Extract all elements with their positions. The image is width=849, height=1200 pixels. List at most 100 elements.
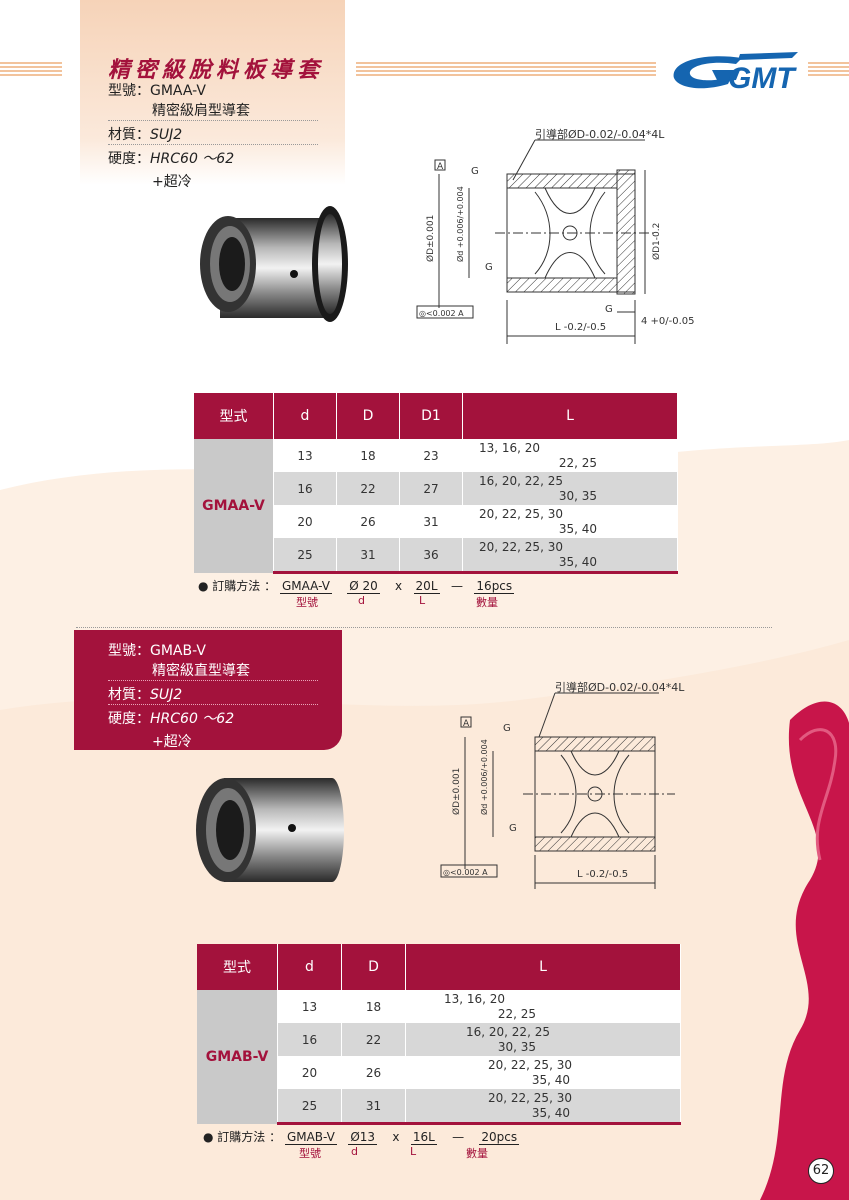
order-label: ● 訂購方法 ：: [198, 579, 277, 593]
svg-text:G: G: [503, 723, 511, 734]
section1-specs: 型號：GMAA-V 精密級肩型導套 材質：SUJ2 硬度：HRC60 ～62 +…: [108, 80, 318, 191]
hardness-row: 硬度：HRC60 ～62: [108, 711, 235, 727]
model-name: 精密級直型導套: [152, 663, 250, 679]
cell: 22: [336, 472, 400, 505]
l-values-1: 13, 16, 20: [479, 441, 541, 455]
gmab-order-example: ● 訂購方法 ： GMAB-V Ø13 x 16L — 20pcs: [203, 1128, 520, 1145]
table-header: 型式 d D D1 L: [194, 393, 678, 439]
model-row: 型號：GMAA-V: [108, 83, 206, 99]
svg-text:ØD±0.001: ØD±0.001: [425, 215, 436, 262]
order-lbl-d: d: [351, 1145, 358, 1158]
cell: 25: [273, 538, 337, 574]
order-lbl-model: 型號: [296, 596, 318, 609]
svg-text:Ød +0.006/+0.004: Ød +0.006/+0.004: [455, 186, 465, 262]
table-header: 型式 d D L: [197, 944, 681, 990]
svg-text:◎<0.002 A: ◎<0.002 A: [443, 868, 488, 877]
order-x: x: [394, 579, 403, 593]
hardness-value: HRC60 ～62: [150, 151, 235, 167]
order-model: GMAB-V: [284, 1130, 337, 1145]
l-values-1: 20, 22, 25, 30: [479, 507, 563, 521]
model-row: 型號：GMAB-V: [108, 643, 206, 659]
svg-text:L -0.2/-0.5: L -0.2/-0.5: [555, 322, 606, 333]
col-L: L: [405, 944, 681, 990]
cell: 20: [273, 505, 337, 538]
l-values-1: 13, 16, 20: [444, 992, 506, 1006]
hardness-row: 硬度：HRC60 ～62: [108, 151, 235, 167]
section-divider: [76, 627, 772, 628]
order-dash: —: [450, 579, 463, 593]
l-values-1: 20, 22, 25, 30: [488, 1091, 572, 1105]
col-model: 型式: [197, 944, 278, 990]
order-label: ● 訂購方法 ：: [203, 1130, 282, 1144]
col-L: L: [462, 393, 678, 439]
svg-text:ØD±0.001: ØD±0.001: [451, 768, 462, 815]
svg-text:4 +0/-0.05: 4 +0/-0.05: [641, 316, 695, 327]
material-value: SUJ2: [150, 127, 183, 143]
material-label: 材質: [108, 687, 136, 703]
model-label: 型號: [108, 83, 136, 99]
hardness-note-text: +超冷: [152, 174, 192, 190]
order-lbl-l: L: [419, 594, 426, 607]
col-D: D: [336, 393, 400, 439]
l-values-1: 20, 22, 25, 30: [488, 1058, 572, 1072]
page-title: 精密級脫料板導套: [108, 58, 325, 83]
order-dia: Ø13: [348, 1130, 378, 1145]
cell: 16: [273, 472, 337, 505]
l-values-2: 30, 35: [497, 1040, 536, 1054]
model-cell: GMAB-V: [197, 990, 278, 1124]
order-dash: —: [452, 1130, 465, 1144]
cell: 26: [341, 1056, 406, 1089]
hardness-note: +超冷: [108, 171, 318, 191]
l-values-2: 22, 25: [497, 1007, 536, 1021]
l-values-2: 35, 40: [531, 1073, 570, 1087]
cell: 31: [336, 538, 400, 574]
l-values-1: 16, 20, 22, 25: [479, 474, 563, 488]
order-dia: Ø 20: [347, 579, 380, 594]
svg-text:A: A: [437, 162, 444, 172]
l-values-1: 16, 20, 22, 25: [466, 1025, 550, 1039]
gmt-logo: GMT: [673, 52, 798, 94]
model-label: 型號: [108, 643, 136, 659]
order-lbl-d: d: [358, 594, 365, 607]
order-len: 16L: [410, 1130, 437, 1145]
svg-text:A: A: [463, 719, 470, 729]
order-lbl-model: 型號: [299, 1147, 321, 1160]
material-value: SUJ2: [150, 687, 183, 703]
svg-text:◎<0.002 A: ◎<0.002 A: [419, 309, 464, 318]
cell: 23: [399, 439, 463, 472]
logo-text: GMT: [728, 62, 797, 94]
header-stripes-left: [0, 62, 62, 76]
order-qty: 20pcs: [479, 1130, 520, 1145]
l-values-1: 20, 22, 25, 30: [479, 540, 563, 554]
order-model: GMAA-V: [279, 579, 332, 594]
cell: 18: [336, 439, 400, 472]
material-row: 材質：SUJ2: [108, 684, 318, 705]
col-model: 型式: [194, 393, 274, 439]
col-d: d: [273, 393, 337, 439]
model-name: 精密級肩型導套: [152, 103, 250, 119]
order-qty: 16pcs: [474, 579, 515, 594]
header-stripes-right: [808, 62, 849, 76]
gmaa-product-photo: [200, 206, 348, 322]
gmaa-technical-drawing: 引導部ØD-0.02/-0.04*4L A G G G ØD±0.001 Ød …: [416, 127, 695, 344]
hardness-note: +超冷: [108, 731, 318, 751]
cell: 27: [399, 472, 463, 505]
model-cell: GMAA-V: [194, 439, 274, 573]
gmaa-order-labels: 型號 d L 數量: [0, 594, 849, 610]
l-values-2: 30, 35: [558, 489, 597, 503]
cell: 36: [399, 538, 463, 574]
